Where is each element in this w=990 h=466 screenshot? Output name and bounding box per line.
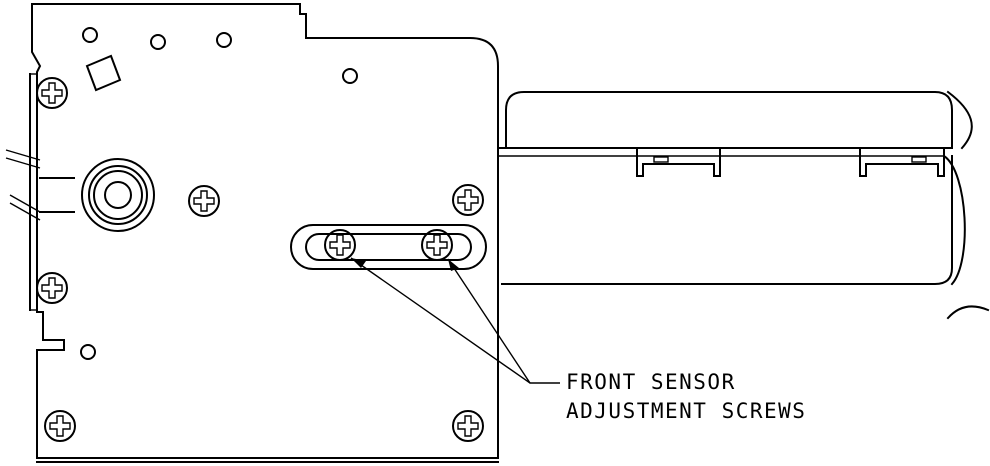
- adjustment-slot: [290, 224, 487, 270]
- phillips-screw-head-icon: [452, 184, 484, 216]
- leader-arrowhead-icon: [448, 259, 459, 271]
- mounting-hole-icon: [80, 344, 96, 360]
- mounting-plate: [31, 3, 499, 463]
- square-tab: [85, 54, 122, 92]
- phillips-screw-head-icon: [324, 229, 356, 261]
- left-edge-bracket: [5, 73, 41, 311]
- mounting-hole-icon: [150, 34, 166, 50]
- phillips-screw-head-icon: [36, 272, 68, 304]
- callout-label-front-sensor: FRONT SENSOR: [566, 370, 736, 394]
- mounting-hole-icon: [342, 68, 358, 84]
- mounting-hole-icon: [216, 32, 232, 48]
- leader-lines: [350, 257, 560, 384]
- phillips-screw-head-icon: [452, 410, 484, 442]
- shaft-bearing: [39, 158, 155, 232]
- sensor-housing: [497, 90, 990, 320]
- phillips-screw-head-icon: [188, 185, 220, 217]
- mounting-hole-icon: [82, 27, 98, 43]
- callout-label-adjustment-screws: ADJUSTMENT SCREWS: [566, 399, 807, 423]
- phillips-screw-head-icon: [421, 229, 453, 261]
- leader-arrowhead-icon: [351, 258, 366, 268]
- phillips-screw-head-icon: [36, 77, 68, 109]
- phillips-screw-head-icon: [44, 410, 76, 442]
